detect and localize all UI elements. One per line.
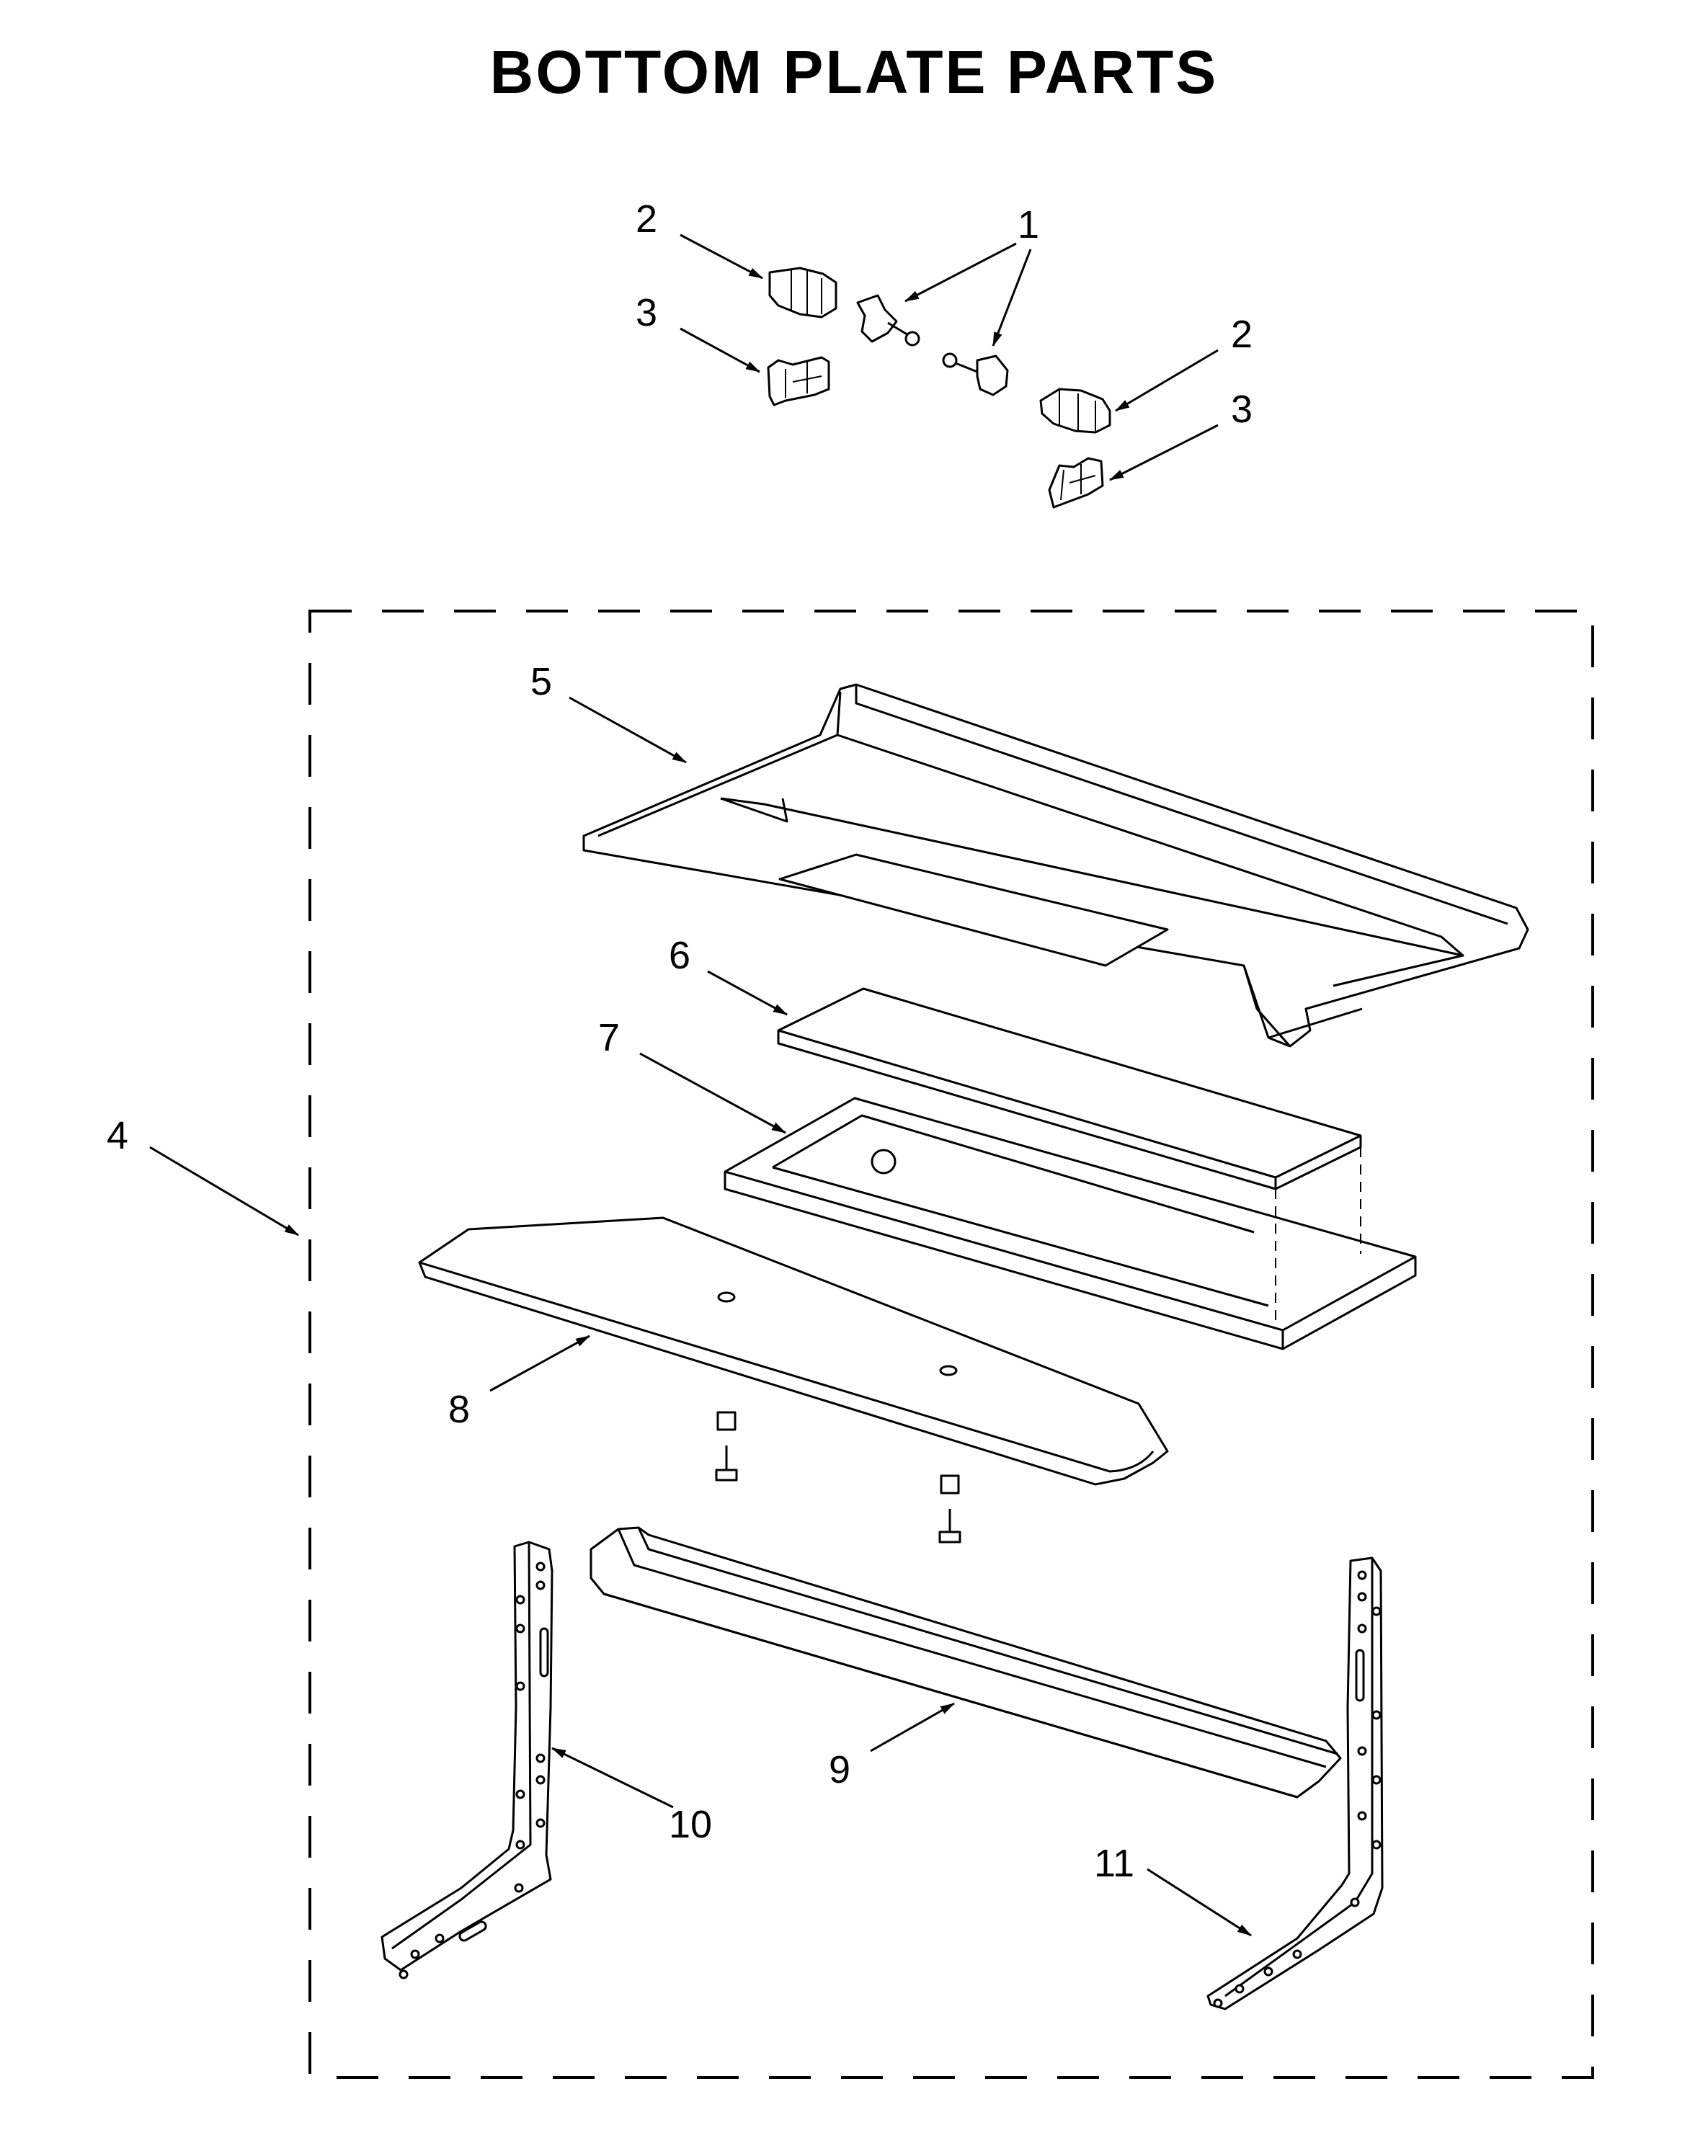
callout-1: 1 [1018, 203, 1039, 246]
assembly-boundary [308, 610, 1594, 2079]
callout-8: 8 [448, 1388, 470, 1431]
part-1-left [856, 294, 920, 347]
callout-3-right: 3 [1231, 388, 1253, 431]
screw-left [715, 1411, 738, 1482]
leader-lines [149, 233, 1252, 1937]
callout-2-left: 2 [636, 197, 657, 241]
part-3-left [767, 356, 830, 406]
callout-10: 10 [669, 1803, 712, 1846]
callout-11: 11 [1094, 1842, 1134, 1885]
callout-4: 4 [107, 1114, 128, 1157]
part-8-plate [418, 1216, 1169, 1486]
part-2-right [1039, 388, 1111, 434]
page-title: BOTTOM PLATE PARTS [489, 38, 1219, 106]
part-10-bracket-left [381, 1541, 553, 1979]
callout-3-left: 3 [636, 291, 657, 334]
callout-5: 5 [530, 660, 552, 703]
part-2-left [768, 267, 837, 318]
part-7-tray [724, 1097, 1417, 1350]
callout-7: 7 [598, 1016, 620, 1059]
callout-6: 6 [669, 934, 690, 977]
part-1-right [942, 352, 1009, 396]
part-11-bracket-right [1206, 1556, 1384, 2010]
part-9-channel [590, 1526, 1342, 1799]
callout-9: 9 [829, 1748, 850, 1791]
screw-right [938, 1474, 961, 1544]
part-5-top-plate [582, 683, 1529, 1048]
callout-2-right: 2 [1231, 313, 1253, 356]
part-3-right [1048, 457, 1104, 509]
